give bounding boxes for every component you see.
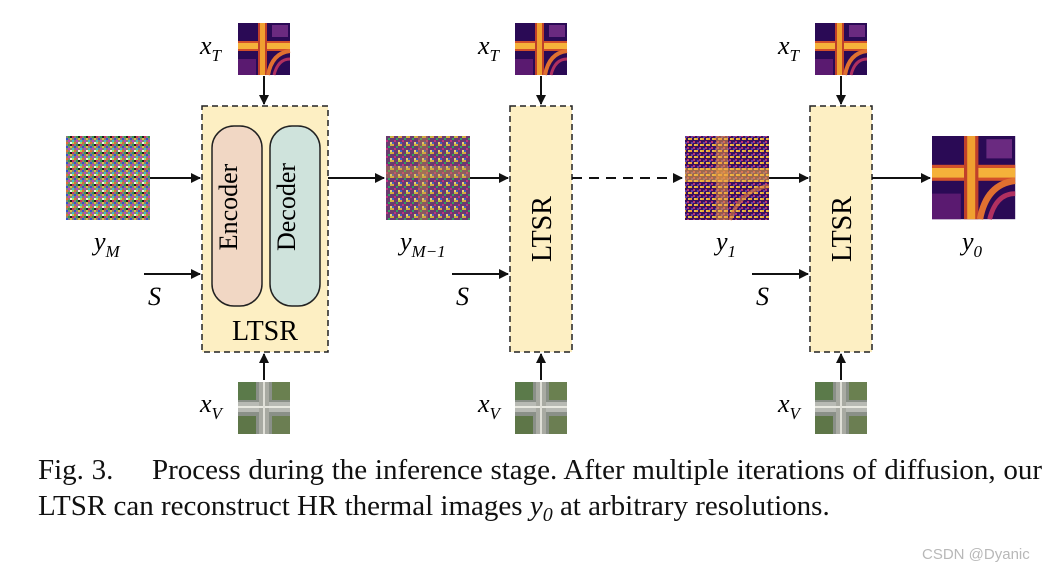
y-label: yM−1 — [397, 227, 446, 261]
caption-variable: y0 — [529, 490, 553, 526]
x-label: xT — [777, 31, 801, 65]
partially-denoised-image-icon — [386, 136, 470, 220]
s-label: S — [148, 282, 161, 311]
y-label: yM — [91, 227, 121, 261]
thermal-image-icon — [513, 21, 569, 77]
x-label: xV — [477, 389, 503, 423]
figure-caption: Fig. 3. Process during the inference sta… — [38, 452, 1042, 533]
decoder-label: Decoder — [272, 163, 301, 251]
noise-image-icon — [66, 136, 150, 220]
thermal-image-icon — [932, 136, 1015, 219]
watermark: CSDN @Dyanic — [922, 546, 1030, 563]
y-label: y1 — [713, 227, 736, 261]
s-label: S — [756, 282, 769, 311]
encoder-label: Encoder — [214, 163, 243, 250]
decoder-block — [269, 125, 321, 307]
visible-image-icon — [238, 382, 290, 434]
caption-text-end: at arbitrary resolutions. — [552, 490, 830, 522]
thermal-image-icon — [236, 21, 292, 77]
thermal-image-icon — [813, 21, 869, 77]
ltsr-label: LTSR — [232, 316, 298, 347]
ltsr-label: LTSR — [527, 196, 558, 262]
x-label: xV — [199, 389, 225, 423]
caption-text: Process during the inference stage. Afte… — [38, 454, 1043, 522]
inference-diagram: xT Encoder Decoder LTSR yM S xV yM−1 xT … — [66, 21, 1060, 434]
visible-image-icon — [815, 382, 867, 434]
caption-prefix: Fig. 3. — [38, 454, 114, 486]
x-label: xT — [477, 31, 501, 65]
s-label: S — [456, 282, 469, 311]
x-label: xT — [199, 31, 223, 65]
ltsr-block — [809, 105, 873, 353]
x-label: xV — [777, 389, 803, 423]
ltsr-block — [509, 105, 573, 353]
encoder-block — [211, 125, 263, 307]
y-label: y0 — [959, 227, 983, 261]
visible-image-icon — [515, 382, 567, 434]
ltsr-label: LTSR — [827, 196, 858, 262]
